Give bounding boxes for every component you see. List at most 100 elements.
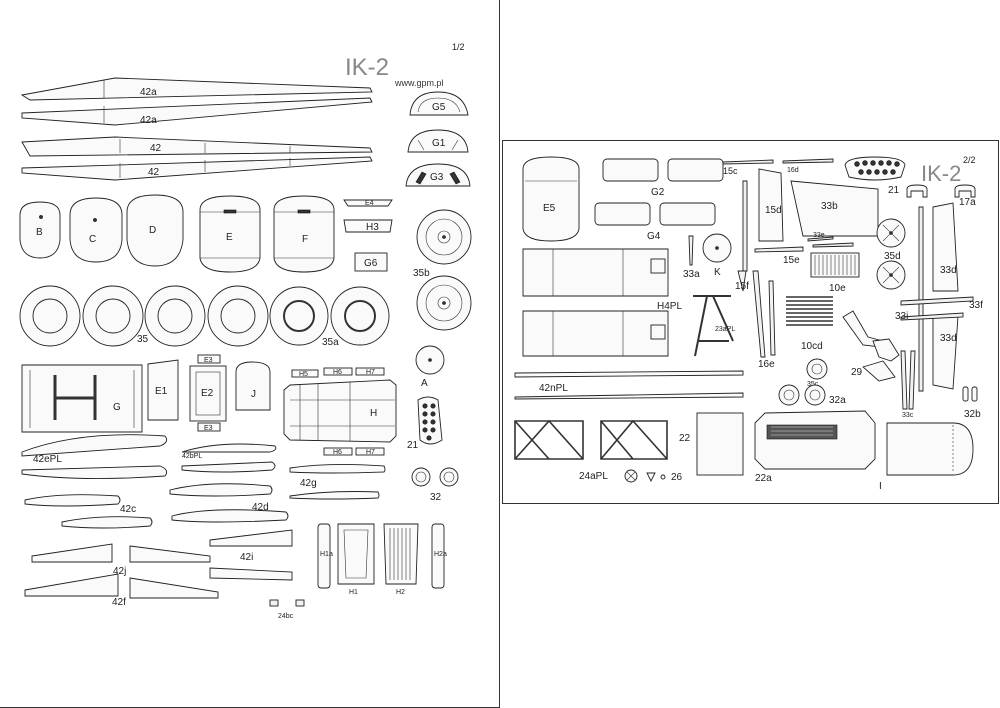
part-label: H2a [434, 551, 447, 558]
part-B: B [19, 201, 61, 259]
part-label: 16e [758, 359, 775, 370]
sheet-2-drawing: IK-2 2/2 E5 G2 G4 15c 16d 15f 15d 33b [514, 155, 983, 492]
part-42bPL: 42bPL [181, 443, 277, 473]
part-label: 35b [413, 268, 430, 279]
part-42-top: 42 [21, 136, 373, 157]
part-label: H7 [366, 449, 375, 456]
part-35b-wheel-2 [416, 275, 472, 331]
part-42-bottom: 42 [21, 156, 373, 181]
part-label: 24bc [278, 613, 294, 620]
part-label: H7 [366, 369, 375, 376]
part-32b: 32b [962, 386, 981, 420]
part-29-seats: 29 [842, 310, 900, 382]
part-J: J [235, 361, 271, 411]
part-15c: 15c [722, 159, 774, 176]
part-label: 17a [959, 197, 976, 208]
part-22a: 22a [754, 410, 876, 484]
part-label: 15e [783, 255, 800, 266]
part-label: G3 [430, 172, 444, 183]
part-label: C [89, 234, 96, 245]
part-42ePL: 42ePL [21, 434, 168, 480]
part-24bc: 24bc [269, 599, 305, 620]
website-url: www.gpm.pl [394, 78, 444, 88]
part-label: 42a [140, 115, 157, 126]
part-10e: 10e [810, 252, 860, 294]
part-label: A [421, 378, 428, 389]
part-label: G4 [647, 231, 661, 242]
part-label: 35a [322, 337, 339, 348]
part-G1: G1 [407, 129, 469, 153]
part-label: 42j [113, 566, 126, 577]
part-H4PL: H4PL [522, 248, 682, 357]
part-21-engine-plate: 21 [844, 156, 906, 196]
part-label: 42nPL [539, 383, 568, 394]
part-label: G1 [432, 138, 446, 149]
part-label: 15f [735, 281, 749, 292]
part-16e: 16e [752, 270, 776, 370]
part-F: F [273, 195, 335, 273]
part-35d: 35d [876, 218, 906, 290]
part-label: E3 [204, 425, 213, 432]
part-label: 15c [723, 166, 738, 176]
sheet-1-drawing: IK-2 1/2 www.gpm.pl 42a 42a 42 42 G5 G1 [19, 42, 472, 620]
part-42g: 42g [289, 463, 386, 500]
part-label: 42a [140, 87, 157, 98]
part-35c: 35c [806, 358, 828, 388]
part-32a: 32a [778, 384, 846, 406]
part-42a-top: 42a [20, 77, 373, 101]
part-E: E [199, 195, 261, 273]
part-label: J [251, 389, 256, 400]
part-label: B [36, 227, 43, 238]
part-33d-33f-33i-spars: 33d 33d 33f 33i [895, 202, 983, 392]
sheet-2: IK-2 2/2 E5 G2 G4 15c 16d 15f 15d 33b [502, 140, 999, 504]
part-label: 21 [407, 440, 419, 451]
part-label: 35 [137, 334, 149, 345]
part-33a: 33a [683, 235, 700, 280]
part-label: 32a [829, 395, 846, 406]
part-42i: 42i [209, 529, 293, 581]
page-number: 1/2 [452, 42, 465, 52]
part-label: 42bPL [182, 453, 202, 460]
part-label: G2 [651, 187, 665, 198]
part-E2: E2 [189, 365, 227, 422]
part-label: D [149, 225, 156, 236]
part-G4: G4 [594, 202, 716, 242]
part-H1: H1 [337, 523, 375, 596]
part-label: E2 [201, 388, 214, 399]
part-label: 42ePL [33, 454, 62, 465]
part-32-discs: 32 [411, 467, 459, 503]
part-label: 42 [148, 167, 160, 178]
part-label: K [714, 267, 721, 278]
part-label: 35d [884, 251, 901, 262]
part-33e: 33e [807, 232, 834, 242]
part-H5-H7-strips: H5 H6 H7 H6 H7 [291, 367, 385, 456]
part-label: 23aPL [715, 326, 735, 333]
part-label: 33i [895, 311, 908, 322]
part-label: 33b [821, 201, 838, 212]
part-D: D [126, 194, 184, 267]
part-A: A [415, 345, 445, 389]
part-42c: 42c [24, 494, 153, 529]
part-label: H1 [349, 589, 358, 596]
part-E3-bottom: E3 [197, 422, 221, 432]
part-G5: G5 [409, 91, 469, 116]
part-label: 21 [888, 185, 900, 196]
part-42nPL: 42nPL [514, 370, 744, 400]
part-42a-bottom: 42a [21, 97, 373, 126]
part-G6: G6 [354, 252, 388, 272]
part-42j: 42j [31, 543, 211, 577]
part-label: I [879, 481, 882, 492]
part-label: G [113, 402, 121, 413]
part-label: E5 [543, 203, 556, 214]
part-label: H [370, 408, 377, 419]
part-label: 15d [765, 205, 782, 216]
part-label: H2 [396, 589, 405, 596]
part-35-rings: 35 [19, 285, 269, 347]
part-C: C [69, 197, 123, 263]
part-label: 35c [807, 381, 819, 388]
part-label: E1 [155, 386, 168, 397]
part-15d: 15d [758, 168, 784, 242]
part-G2: G2 [602, 158, 724, 198]
part-label: 42d [252, 502, 269, 513]
part-label: H6 [333, 449, 342, 456]
